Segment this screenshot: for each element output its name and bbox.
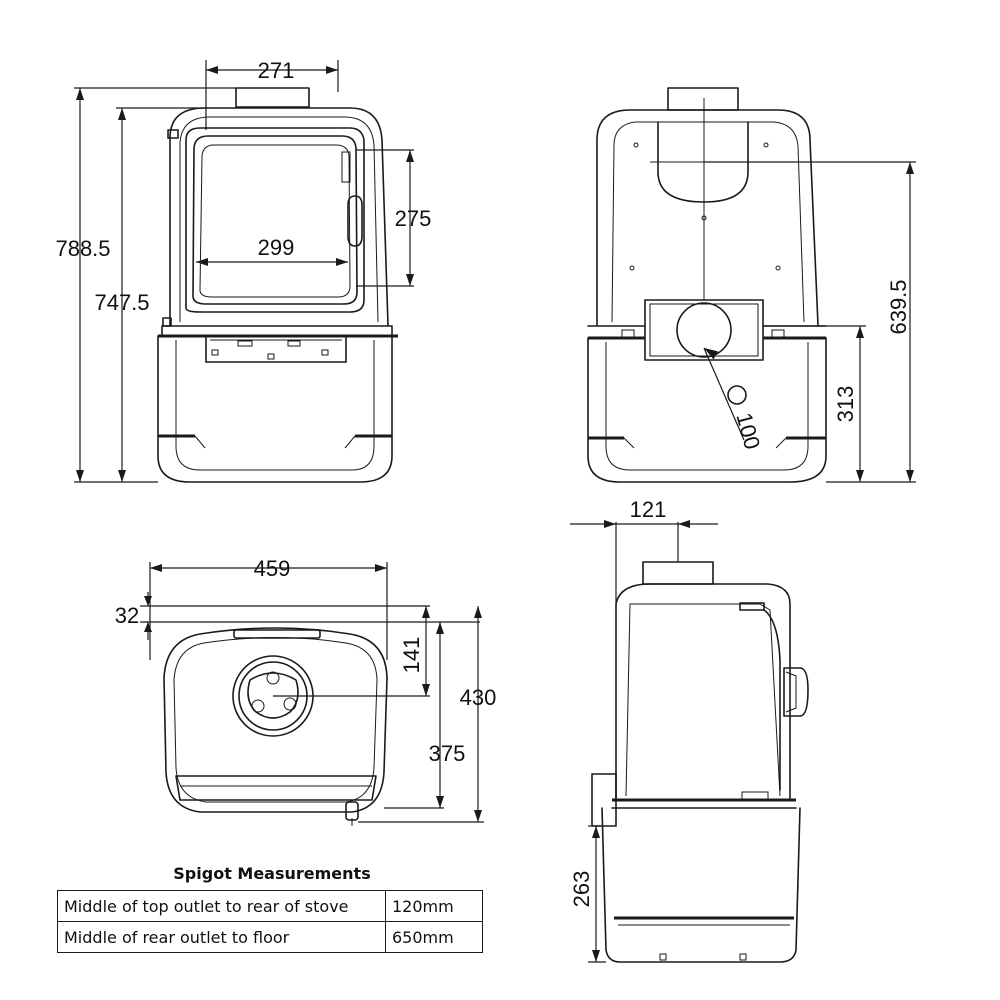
dim-263: 263 [569,871,594,908]
row-value: 120mm [385,890,483,922]
dim-100: 100 [731,410,765,452]
dim-313: 313 [833,386,858,423]
row-description: Middle of top outlet to rear of stove [57,890,386,922]
top-view: 459 32 141 430 375 [115,556,497,826]
row-value: 650mm [385,921,483,953]
side-view: 121 263 [569,497,809,963]
rear-view: 639.5 313 100 [587,87,916,483]
dim-747-5: 747.5 [94,290,149,315]
dim-375: 375 [429,741,466,766]
spigot-measurements-table: Middle of top outlet to rear of stove 12… [57,890,483,953]
dim-121: 121 [630,497,667,522]
dim-141: 141 [399,637,424,674]
dim-299: 299 [258,235,295,260]
table-row: Middle of top outlet to rear of stove 12… [57,890,483,922]
dim-459: 459 [254,556,291,581]
dim-275: 275 [395,206,432,231]
spigot-table-title: Spigot Measurements [173,864,370,883]
dim-271: 271 [258,58,295,83]
dim-788-5: 788.5 [55,236,110,261]
dim-430: 430 [460,685,497,710]
front-view: 271 299 275 788.5 747.5 [55,58,432,483]
row-description: Middle of rear outlet to floor [57,921,386,953]
table-row: Middle of rear outlet to floor 650mm [57,921,483,953]
dim-639-5: 639.5 [886,279,911,334]
dim-32: 32 [115,603,139,628]
